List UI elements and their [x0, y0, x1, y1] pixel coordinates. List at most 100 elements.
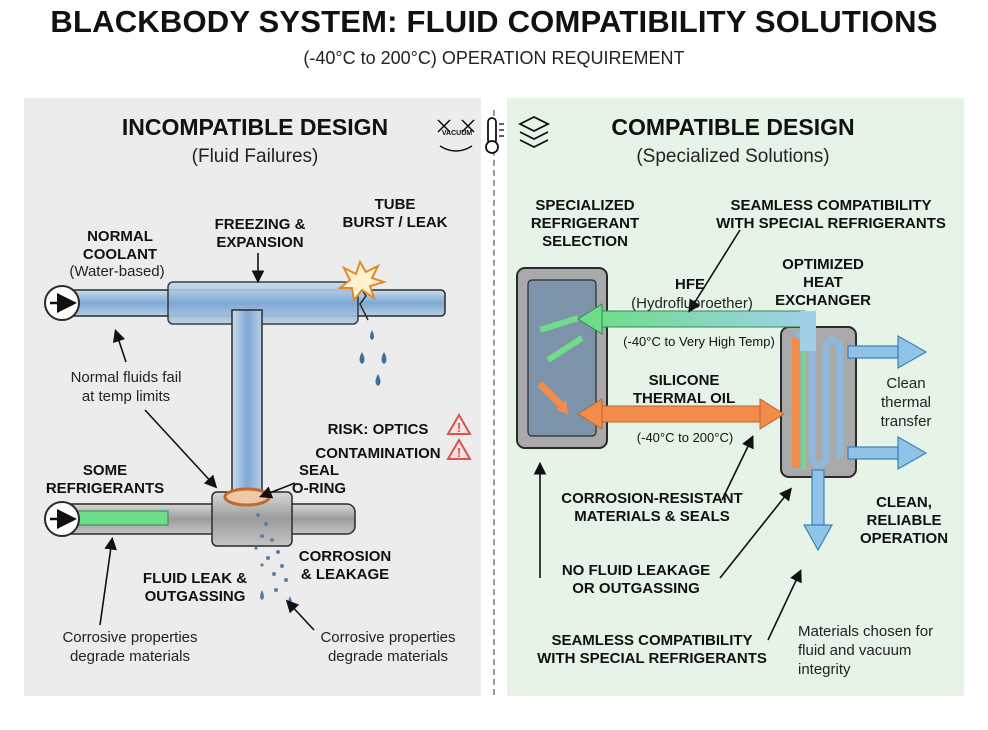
normal-fail-line1: Normal fluids fail [70, 369, 182, 386]
leak-line2: OUTGASSING [144, 588, 246, 605]
left-callout-lines [99, 253, 315, 631]
warning-icon: ! ! [446, 413, 472, 460]
optimized-exchanger-label: OPTIMIZED HEAT EXCHANGER [768, 256, 878, 310]
specialized-refrigerant-label: SPECIALIZED REFRIGERANT SELECTION [520, 197, 650, 251]
seamless-bottom-line2: WITH SPECIAL REFRIGERANTS [537, 650, 767, 667]
corrosion-leakage-label: CORROSION & LEAKAGE [290, 548, 400, 584]
corrosive-b-line2: degrade materials [327, 648, 449, 665]
seal-line2: O-RING [291, 480, 347, 497]
hfe-full-label: (Hydrofluoroether) [631, 295, 753, 312]
clean-rel-line3: OPERATION [859, 530, 949, 547]
clean-rel-line2: RELIABLE [866, 512, 942, 529]
risk-optics-label: RISK: OPTICS CONTAMINATION [310, 421, 446, 463]
silicone-line2: THERMAL OIL [632, 390, 736, 407]
refrigerant-inlet-icon [44, 501, 80, 537]
hfe-range-label: (-40°C to Very High Temp) [623, 334, 775, 349]
silicone-oil-arrow [577, 398, 785, 430]
spec-line2: REFRIGERANT [530, 215, 640, 232]
svg-text:!: ! [457, 420, 461, 435]
corrosion-resistant-label: CORROSION-RESISTANT MATERIALS & SEALS [552, 490, 752, 526]
seamless-top-line1: SEAMLESS COMPATIBILITY [730, 197, 932, 214]
corrosive-a-line2: degrade materials [69, 648, 191, 665]
normal-fail-line2: at temp limits [81, 388, 171, 405]
materials-line3: integrity [798, 661, 851, 678]
heat-exchanger [780, 326, 857, 478]
silicone-oil-label: SILICONE THERMAL OIL [624, 372, 744, 408]
page-title: BLACKBODY SYSTEM: FLUID COMPATIBILITY SO… [50, 4, 938, 39]
hfe-flow-arrow [577, 303, 816, 351]
clean-line1: Clean [886, 375, 926, 392]
corrosion-line1: CORROSION [298, 548, 392, 565]
coolant-inlet-icon [44, 285, 80, 321]
optimized-line3: EXCHANGER [775, 292, 871, 309]
seamless-bottom-label: SEAMLESS COMPATIBILITY WITH SPECIAL REFR… [532, 632, 772, 668]
seal-oring-label: SEAL O-RING [284, 462, 354, 498]
silicone-line1: SILICONE [648, 372, 720, 389]
layers-icon [517, 115, 551, 149]
coolant-pipe [59, 281, 446, 501]
materials-line1: Materials chosen for [798, 623, 934, 640]
normal-coolant-label: NORMAL COOLANT [50, 228, 190, 264]
corrosion-res-line1: CORROSION-RESISTANT [561, 490, 743, 507]
leak-line1: FLUID LEAK & [142, 570, 248, 587]
freezing-line1: FREEZING & [214, 216, 306, 233]
optimized-line2: HEAT [803, 274, 843, 291]
page-subtitle: (-40°C to 200°C) OPERATION REQUIREMENT [303, 48, 685, 68]
silicone-range-label: (-40°C to 200°C) [636, 430, 734, 445]
spec-line3: SELECTION [542, 233, 628, 250]
freezing-line2: EXPANSION [216, 234, 304, 251]
risk-line2: CONTAMINATION [315, 445, 441, 462]
seamless-top-label: SEAMLESS COMPATIBILITY WITH SPECIAL REFR… [706, 197, 956, 233]
vacuum-icon [437, 119, 475, 152]
corrosive-note-right: Corrosive properties degrade materials [298, 628, 478, 666]
corrosive-b-line1: Corrosive properties [320, 629, 456, 646]
corrosion-res-line2: MATERIALS & SEALS [574, 508, 730, 525]
tube-line2: BURST / LEAK [342, 214, 448, 231]
normal-coolant-text: NORMAL COOLANT [82, 228, 158, 263]
o-ring-icon [223, 487, 271, 507]
right-callout-lines [533, 229, 802, 641]
seamless-top-line2: WITH SPECIAL REFRIGERANTS [716, 215, 946, 232]
spec-line1: SPECIALIZED [535, 197, 635, 214]
no-leak-line1: NO FLUID LEAKAGE [561, 562, 711, 579]
clean-line3: transfer [880, 413, 932, 430]
tube-line1: TUBE [374, 196, 416, 213]
no-leak-line2: OR OUTGASSING [572, 580, 700, 597]
compatible-subheading: (Specialized Solutions) [636, 146, 830, 167]
burst-icon [337, 259, 388, 303]
some-ref-line1: SOME [82, 462, 128, 479]
materials-line2: fluid and vacuum [798, 642, 912, 659]
hfe-label: HFE [675, 276, 705, 293]
compatible-heading: COMPATIBLE DESIGN [611, 114, 855, 140]
incompatible-subheading: (Fluid Failures) [191, 146, 319, 167]
corrosion-line2: & LEAKAGE [300, 566, 390, 583]
leak-droplets-icon [359, 330, 387, 386]
no-leakage-label: NO FLUID LEAKAGE OR OUTGASSING [556, 562, 716, 598]
normal-fail-note: Normal fluids fail at temp limits [46, 368, 206, 406]
corrosive-a-line1: Corrosive properties [62, 629, 198, 646]
corrosive-note-left: Corrosive properties degrade materials [40, 628, 220, 666]
panel-divider [493, 110, 495, 695]
some-ref-line2: REFRIGERANTS [45, 480, 165, 497]
seal-line1: SEAL [298, 462, 339, 479]
optimized-line1: OPTIMIZED [782, 256, 864, 273]
some-refrigerants-label: SOME REFRIGERANTS [40, 462, 170, 498]
incompatible-heading: INCOMPATIBLE DESIGN [121, 114, 389, 140]
thermometer-icon [485, 117, 504, 154]
tube-burst-label: TUBE BURST / LEAK [330, 196, 460, 232]
clean-transfer-label: Clean thermal transfer [866, 374, 946, 431]
svg-text:!: ! [457, 445, 461, 460]
risk-line1: RISK: OPTICS [327, 421, 429, 438]
clean-line2: thermal [880, 394, 932, 411]
clean-rel-line1: CLEAN, [876, 494, 932, 511]
vacuum-label: VACUUM [441, 130, 473, 137]
freezing-label: FREEZING & EXPANSION [195, 216, 325, 252]
materials-note: Materials chosen for fluid and vacuum in… [798, 622, 968, 679]
water-based-label: (Water-based) [69, 263, 165, 280]
fluid-leak-label: FLUID LEAK & OUTGASSING [130, 570, 260, 606]
clean-transfer-arrows [802, 334, 928, 552]
refrigerant-pipe [59, 491, 356, 547]
clean-reliable-label: CLEAN, RELIABLE OPERATION [854, 494, 954, 548]
seamless-bottom-line1: SEAMLESS COMPATIBILITY [551, 632, 753, 649]
